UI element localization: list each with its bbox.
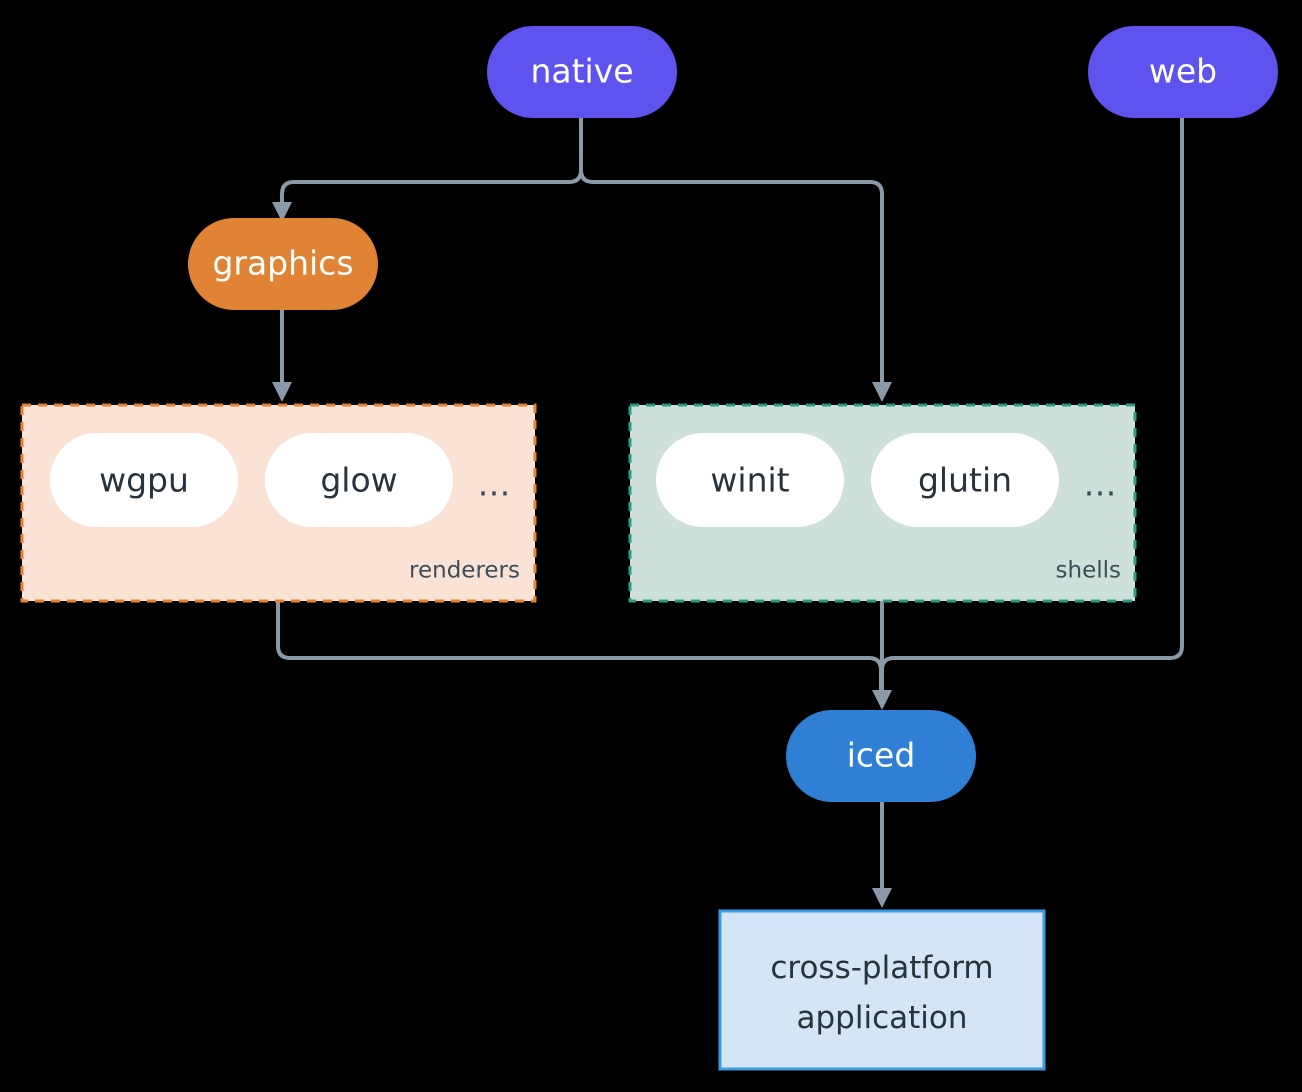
- renderer-node-glow[interactable]: glow: [265, 433, 453, 527]
- cluster-shells: winit glutin … shells: [628, 403, 1137, 603]
- cluster-renderers-label: renderers: [409, 558, 520, 584]
- node-graphics-label: graphics: [212, 244, 353, 283]
- shell-node-glutin-label: glutin: [918, 461, 1012, 500]
- node-iced-label: iced: [847, 736, 916, 775]
- shell-node-glutin-shape: [871, 433, 1059, 527]
- renderer-node-glow-shape: [265, 433, 453, 527]
- renderer-node-wgpu[interactable]: wgpu: [50, 433, 238, 527]
- node-web[interactable]: web: [1088, 26, 1278, 118]
- edge-renderers-to-iced: [276, 601, 883, 694]
- edge-layer: [272, 118, 1184, 908]
- node-native-label: native: [530, 52, 633, 91]
- shell-node-glutin[interactable]: glutin: [871, 433, 1059, 527]
- arrowhead-native-to-shells: [872, 382, 892, 402]
- node-native-shape: [487, 26, 677, 118]
- node-iced[interactable]: iced: [786, 710, 976, 802]
- node-application-label-line2: application: [797, 1000, 968, 1036]
- cluster-renderers: wgpu glow … renderers: [20, 403, 537, 603]
- arrowhead-native-to-graphics: [272, 202, 292, 222]
- edge-native-to-shells: [579, 169, 884, 386]
- edge-native-to-graphics: [280, 169, 583, 206]
- node-application-shape: [718, 909, 1046, 1071]
- shell-node-winit[interactable]: winit: [656, 433, 844, 527]
- renderer-node-wgpu-shape: [50, 433, 238, 527]
- shells-ellipsis: …: [1084, 465, 1117, 504]
- shell-node-winit-label: winit: [710, 461, 789, 500]
- shell-node-winit-shape: [656, 433, 844, 527]
- node-graphics-shape: [188, 218, 378, 310]
- renderer-node-glow-label: glow: [320, 461, 397, 500]
- arrowhead-to-iced: [872, 690, 892, 710]
- arrowhead-iced-to-application: [872, 888, 892, 908]
- renderer-node-wgpu-label: wgpu: [99, 461, 189, 500]
- cluster-shells-label: shells: [1056, 558, 1121, 584]
- node-iced-shape: [786, 710, 976, 802]
- node-application-label-line1: cross-platform: [770, 950, 993, 986]
- edge-web-to-iced: [880, 118, 1184, 694]
- arrowhead-graphics-to-renderers: [272, 382, 292, 402]
- node-native[interactable]: native: [487, 26, 677, 118]
- node-web-shape: [1088, 26, 1278, 118]
- node-application[interactable]: cross-platform application: [718, 909, 1046, 1071]
- node-graphics[interactable]: graphics: [188, 218, 378, 310]
- renderers-ellipsis: …: [478, 465, 511, 504]
- node-web-label: web: [1149, 52, 1217, 91]
